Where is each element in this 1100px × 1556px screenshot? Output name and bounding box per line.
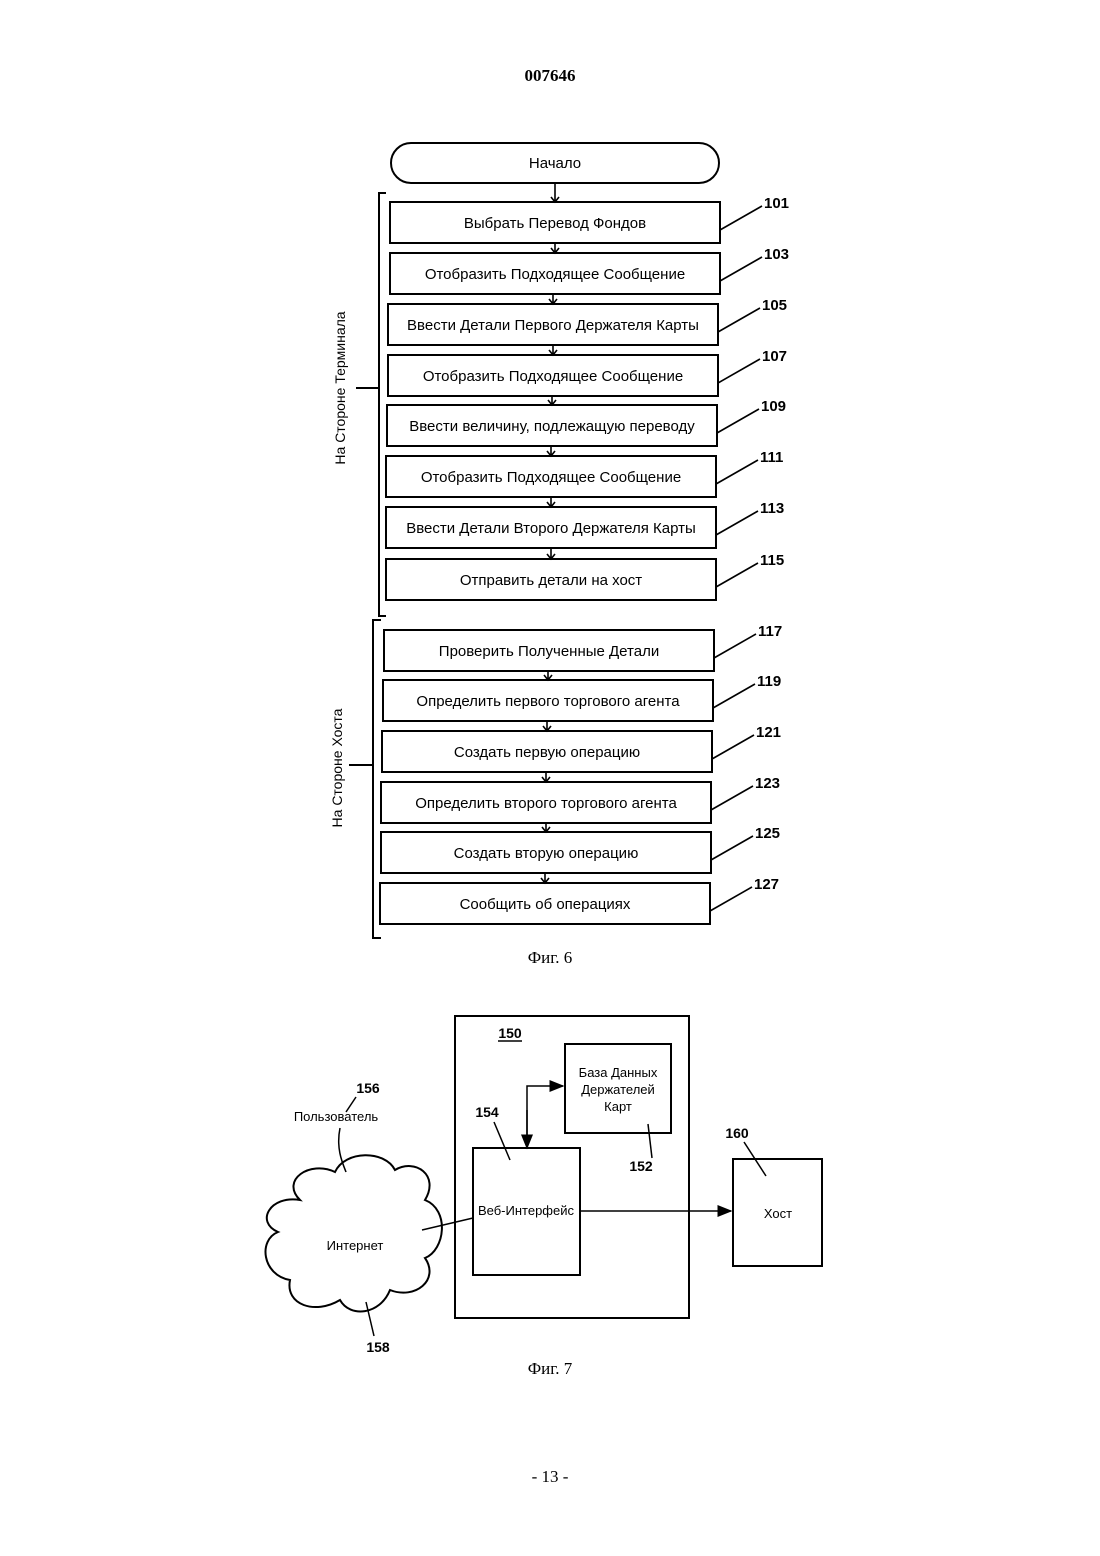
step-ref-117: 117 <box>758 623 782 640</box>
step-label-121: Создать первую операцию <box>454 744 640 761</box>
step-label-117: Проверить Полученные Детали <box>439 643 659 660</box>
figure-6-flowchart: Выбрать Перевод ФондовОтобразить Подходя… <box>0 0 1100 960</box>
start-label: Начало <box>529 155 581 172</box>
step-leader-125 <box>711 836 753 860</box>
step-label-113: Ввести Детали Второго Держателя Карты <box>406 520 696 537</box>
step-label-125: Создать вторую операцию <box>454 845 639 862</box>
step-leader-117 <box>714 634 756 658</box>
step-connector-123 <box>542 772 550 782</box>
step-leader-115 <box>716 563 758 587</box>
web-interface-ref-leader <box>494 1122 510 1160</box>
database-label-line-3: Карт <box>604 1099 632 1114</box>
terminal-side-bracket <box>379 193 386 616</box>
user-ref: 156 <box>356 1080 380 1096</box>
step-connector-101 <box>551 183 559 202</box>
step-leader-105 <box>718 308 760 332</box>
figure-7-diagram: 150 База Данных Держателей Карт 152 Веб-… <box>0 1000 1100 1400</box>
host-label: Хост <box>764 1206 792 1221</box>
step-ref-121: 121 <box>756 724 781 741</box>
step-connector-111 <box>547 446 555 456</box>
step-ref-109: 109 <box>761 398 786 415</box>
database-ref-leader <box>648 1124 652 1158</box>
system-ref: 150 <box>498 1025 522 1041</box>
step-connector-107 <box>549 345 557 355</box>
database-label-line-1: База Данных <box>579 1065 658 1080</box>
terminal-side-label: На Стороне Терминала <box>332 311 348 464</box>
step-leader-101 <box>720 206 762 230</box>
figure-7-caption: Фиг. 7 <box>0 1359 1100 1379</box>
step-connector-119 <box>544 671 552 680</box>
step-label-119: Определить первого торгового агента <box>416 693 680 710</box>
step-leader-111 <box>716 460 758 484</box>
host-ref: 160 <box>725 1125 749 1141</box>
page-number: - 13 - <box>0 1467 1100 1487</box>
step-ref-105: 105 <box>762 297 787 314</box>
internet-ref: 158 <box>366 1339 390 1355</box>
step-ref-127: 127 <box>754 876 779 893</box>
database-label-line-2: Держателей <box>581 1082 655 1097</box>
web-to-database-arrow <box>527 1086 563 1146</box>
step-label-107: Отобразить Подходящее Сообщение <box>423 368 683 385</box>
step-connector-127 <box>541 873 549 883</box>
step-leader-119 <box>713 684 755 708</box>
step-connector-125 <box>542 823 550 832</box>
step-leader-121 <box>712 735 754 759</box>
step-connector-115 <box>547 548 555 559</box>
step-connector-109 <box>548 396 556 405</box>
step-leader-107 <box>718 359 760 383</box>
step-label-127: Сообщить об операциях <box>460 896 631 913</box>
step-ref-107: 107 <box>762 348 787 365</box>
web-interface-label: Веб-Интерфейс <box>478 1203 575 1218</box>
step-label-109: Ввести величину, подлежащую переводу <box>409 418 695 435</box>
step-label-105: Ввести Детали Первого Держателя Карты <box>407 317 699 334</box>
internet-ref-leader <box>366 1302 374 1336</box>
step-ref-123: 123 <box>755 775 780 792</box>
step-label-115: Отправить детали на хост <box>460 572 642 589</box>
step-ref-111: 111 <box>760 449 783 466</box>
step-ref-113: 113 <box>760 500 784 517</box>
step-ref-125: 125 <box>755 825 780 842</box>
step-ref-115: 115 <box>760 552 784 569</box>
step-leader-109 <box>717 409 759 433</box>
step-ref-103: 103 <box>764 246 789 263</box>
step-connector-113 <box>547 497 555 507</box>
step-leader-103 <box>720 257 762 281</box>
host-side-label: На Стороне Хоста <box>329 708 345 827</box>
step-label-111: Отобразить Подходящее Сообщение <box>421 469 681 486</box>
step-connector-103 <box>551 243 559 253</box>
step-label-123: Определить второго торгового агента <box>415 795 677 812</box>
database-ref: 152 <box>629 1158 653 1174</box>
step-ref-119: 119 <box>757 673 781 690</box>
internet-label: Интернет <box>327 1238 384 1253</box>
step-connector-105 <box>549 294 557 304</box>
internet-cloud <box>266 1155 442 1311</box>
step-leader-127 <box>710 887 752 911</box>
step-label-103: Отобразить Подходящее Сообщение <box>425 266 685 283</box>
step-leader-123 <box>711 786 753 810</box>
user-label: Пользователь <box>294 1109 379 1124</box>
step-connector-121 <box>543 721 551 731</box>
step-ref-101: 101 <box>764 195 789 212</box>
web-interface-ref: 154 <box>475 1104 499 1120</box>
figure-6-caption: Фиг. 6 <box>0 948 1100 968</box>
step-label-101: Выбрать Перевод Фондов <box>464 215 646 232</box>
system-box <box>455 1016 689 1318</box>
internet-to-web-link <box>422 1218 473 1230</box>
step-leader-113 <box>716 511 758 535</box>
